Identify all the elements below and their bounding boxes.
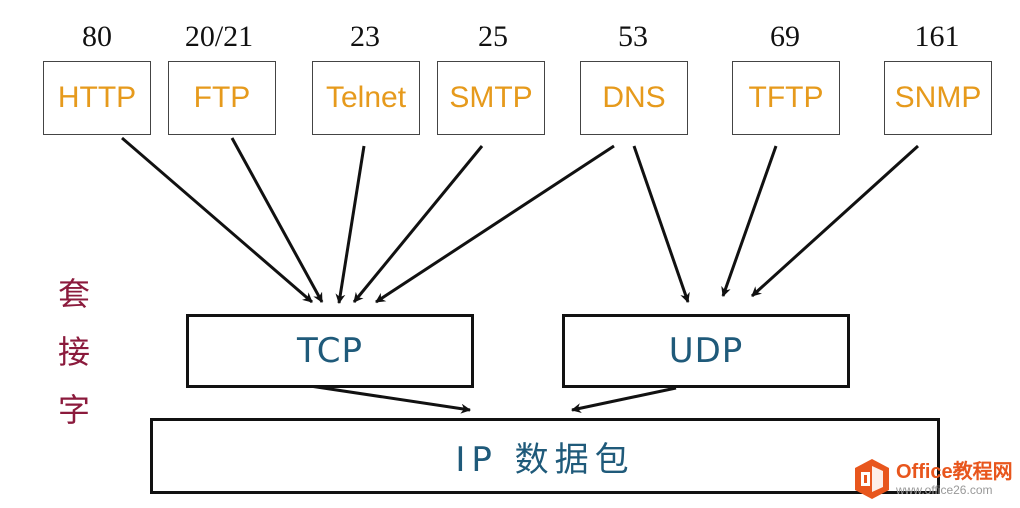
socket-char-1: 套 bbox=[57, 275, 90, 313]
arrow-tcp-ip bbox=[309, 384, 471, 414]
protocol-label-dns: DNS bbox=[602, 81, 666, 114]
protocol-label-snmp: SNMP bbox=[894, 81, 982, 114]
protocol-box-snmp: SNMP bbox=[884, 61, 992, 135]
watermark-brand: Office教程网 bbox=[896, 461, 1013, 483]
port-snmp: 161 bbox=[914, 20, 960, 53]
socket-char-3: 字 bbox=[57, 391, 90, 429]
protocol-box-smtp: SMTP bbox=[437, 61, 545, 135]
watermark: Office教程网 www.office26.com bbox=[852, 454, 1013, 504]
protocol-box-tftp: TFTP bbox=[732, 61, 840, 135]
port-dns: 53 bbox=[618, 20, 648, 53]
port-http: 80 bbox=[82, 20, 112, 53]
udp-box: UDP bbox=[562, 314, 850, 388]
protocol-box-http: HTTP bbox=[43, 61, 151, 135]
udp-label: UDP bbox=[668, 331, 744, 371]
arrow-http-tcp bbox=[121, 136, 313, 304]
arrow-udp-ip bbox=[571, 386, 677, 414]
arrow-snmp-udp bbox=[750, 144, 920, 298]
protocol-label-smtp: SMTP bbox=[449, 81, 533, 114]
protocol-label-ftp: FTP bbox=[193, 81, 251, 114]
arrow-telnet-tcp bbox=[335, 145, 366, 304]
ip-packet-box: IP 数据包 bbox=[150, 418, 940, 494]
arrow-dns-tcp bbox=[375, 144, 615, 304]
arrow-smtp-tcp bbox=[352, 145, 484, 303]
port-telnet: 23 bbox=[350, 20, 380, 53]
port-smtp: 25 bbox=[478, 20, 508, 53]
protocol-label-http: HTTP bbox=[57, 81, 137, 114]
tcp-box: TCP bbox=[186, 314, 474, 388]
protocol-box-dns: DNS bbox=[580, 61, 688, 135]
arrow-dns-udp bbox=[632, 145, 690, 303]
protocol-box-ftp: FTP bbox=[168, 61, 276, 135]
port-tftp: 69 bbox=[770, 20, 800, 53]
arrow-ftp-tcp bbox=[230, 137, 324, 303]
port-ftp: 20/21 bbox=[184, 20, 254, 53]
ip-packet-label: IP 数据包 bbox=[455, 439, 635, 480]
tcp-label: TCP bbox=[296, 331, 364, 371]
arrow-tftp-udp bbox=[721, 145, 778, 297]
socket-char-2: 接 bbox=[57, 333, 90, 371]
watermark-url: www.office26.com bbox=[896, 483, 993, 497]
protocol-box-telnet: Telnet bbox=[312, 61, 420, 135]
protocol-label-tftp: TFTP bbox=[748, 81, 824, 114]
protocol-label-telnet: Telnet bbox=[325, 81, 407, 114]
office-logo-icon bbox=[855, 459, 889, 499]
